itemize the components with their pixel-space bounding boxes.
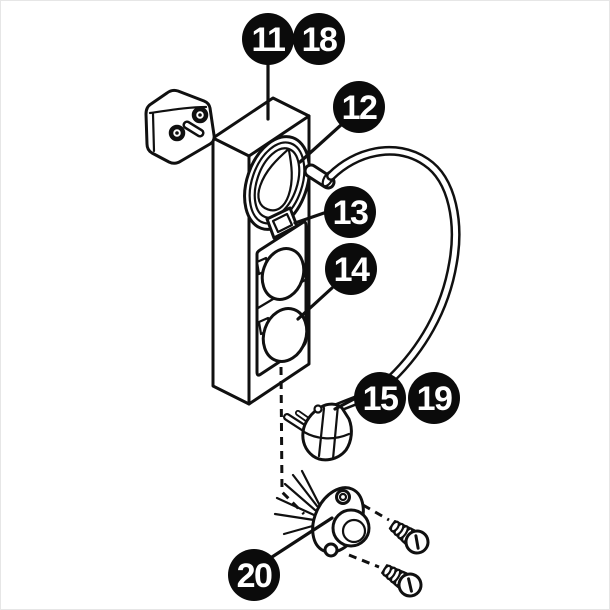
callout-11: 11: [242, 13, 294, 65]
callout-number-13: 13: [333, 194, 368, 232]
indicator-inner: [271, 212, 294, 234]
block-slot: [185, 123, 202, 135]
outlet-panel: [255, 220, 309, 377]
plug-nub: [313, 404, 323, 414]
outlet-lower: [261, 307, 309, 363]
leader-line-15: [333, 397, 356, 411]
block-hole-lower: [168, 124, 186, 142]
callout-number-11: 11: [252, 21, 286, 59]
leader-line-12: [298, 123, 343, 164]
callout-number-19: 19: [417, 380, 452, 418]
callout-18: 18: [293, 13, 345, 65]
callout-circle-14: [325, 243, 377, 295]
dial-pointer-knob: [257, 147, 293, 212]
callout-number-18: 18: [302, 21, 337, 59]
outlet-upper: [260, 247, 306, 301]
power-plug: [283, 402, 353, 462]
callout-20: 20: [228, 549, 280, 601]
socket-boss: [331, 508, 371, 548]
socket-ear: [335, 489, 351, 505]
callout-13: 13: [324, 186, 376, 238]
screw-upper: [388, 520, 430, 555]
callout-number-14: 14: [334, 251, 370, 289]
screw-thread: [389, 520, 400, 533]
callout-15: 15: [354, 372, 406, 424]
mounting-block: [144, 88, 216, 165]
callout-circle-19: [408, 372, 460, 424]
callout-number-12: 12: [342, 89, 377, 127]
callout-circle-18: [293, 13, 345, 65]
leader-line-13: [293, 211, 326, 225]
screw-slot: [407, 577, 413, 593]
screw-thread: [382, 564, 393, 577]
callout-14: 14: [325, 243, 377, 295]
block-hole-lower-center: [175, 131, 179, 135]
block-hole-upper: [191, 106, 209, 124]
callout-circle-13: [324, 186, 376, 238]
dial-middle-ring: [248, 141, 306, 225]
timer-dial: [243, 135, 311, 231]
socket-bottom-tab: [323, 542, 339, 558]
callout-circle-15: [354, 372, 406, 424]
leader-line-20: [270, 516, 334, 559]
plug-facets: [302, 403, 351, 461]
callout-number-15: 15: [363, 380, 398, 418]
callout-circle-11: [242, 13, 294, 65]
accessory-socket: [273, 469, 371, 558]
callout-12: 12: [333, 81, 385, 133]
callout-19: 19: [408, 372, 460, 424]
callout-number-20: 20: [237, 557, 272, 595]
socket-boss-inner: [341, 518, 367, 544]
callout-circle-20: [228, 549, 280, 601]
leader-line-14: [296, 286, 334, 321]
screw-slot: [414, 534, 420, 550]
socket-wires: [273, 469, 321, 536]
block-hole-upper-center: [198, 113, 202, 117]
plug-body: [301, 402, 353, 462]
socket-ear-hole: [338, 492, 348, 502]
screw-axis-dashed-lines: [348, 503, 390, 569]
plug-prong: [285, 415, 306, 430]
callout-circle-12: [333, 81, 385, 133]
screw-lower: [381, 564, 423, 598]
